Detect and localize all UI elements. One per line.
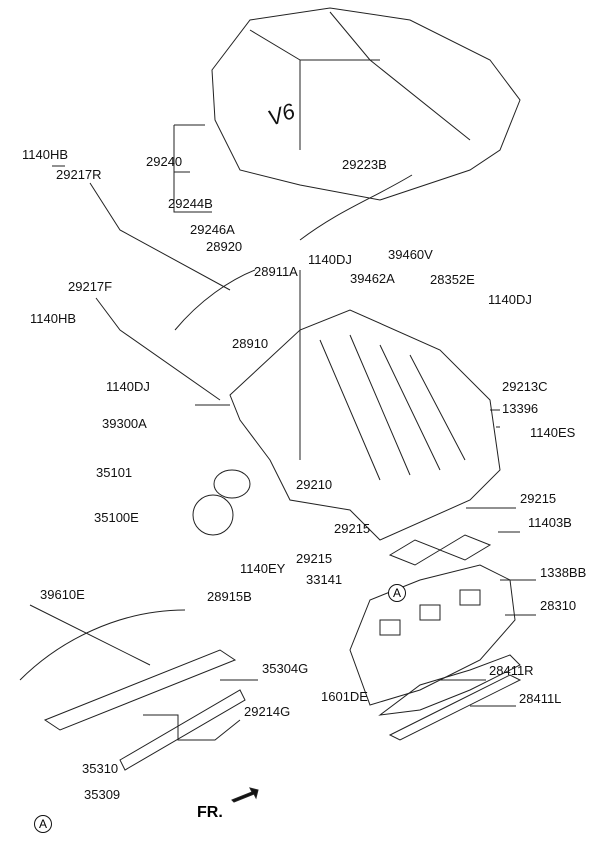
engine-cover-logo: V6: [264, 98, 299, 131]
part-number-label: 29215: [296, 551, 333, 566]
part-number-label: 28411L: [519, 691, 562, 706]
part-number-label: 29223B: [342, 157, 387, 172]
part-number-label: 35101: [96, 465, 133, 480]
part-number-label: 35310: [82, 761, 119, 776]
fuel-rail: [43, 649, 246, 771]
part-number-label: 29215: [334, 521, 371, 536]
part-number-label: 39300A: [102, 416, 147, 431]
leader-lines: [29, 124, 536, 741]
part-number-label: 1140HB: [22, 147, 69, 162]
part-number-label: 13396: [502, 401, 539, 416]
part-number-label: 33141: [306, 572, 343, 587]
fr-arrow: [231, 787, 259, 803]
part-number-label: 1140HB: [30, 311, 77, 326]
part-number-label: 1140DJ: [488, 292, 532, 307]
part-number-label: 28915B: [207, 589, 252, 604]
part-number-label: 29246A: [190, 222, 235, 237]
part-number-label: 28911A: [254, 264, 298, 279]
part-number-label: 29213C: [502, 379, 548, 394]
wire-harness: [19, 609, 186, 681]
part-number-label: 35100E: [94, 510, 139, 525]
part-number-label: 29210: [296, 477, 333, 492]
gaskets: [378, 534, 522, 741]
hose-28920: [174, 269, 256, 331]
part-number-label: 11403B: [528, 515, 572, 530]
part-number-label: 29244B: [168, 196, 213, 211]
part-number-label: 1140EY: [240, 561, 286, 576]
part-number-label: 29217R: [56, 167, 102, 182]
part-number-label: 29215: [520, 491, 557, 506]
part-number-label: 39460V: [388, 247, 433, 262]
part-number-label: 35304G: [262, 661, 309, 676]
throttle-body: [192, 494, 234, 536]
part-number-label: 1338BB: [540, 565, 587, 580]
part-number-label: 1140DJ: [106, 379, 150, 394]
part-number-label: 29240: [146, 154, 183, 169]
part-number-label: 28411R: [489, 663, 534, 678]
intake-manifold-upper: [229, 309, 501, 541]
part-number-label: 1140ES: [530, 425, 576, 440]
part-number-label: 28310: [540, 598, 577, 613]
reference-marker-a: A: [34, 815, 52, 833]
lower-manifold: [349, 564, 516, 706]
part-number-label: 29214G: [244, 704, 291, 719]
part-number-label: 28920: [206, 239, 243, 254]
front-direction-label: FR.: [197, 804, 223, 821]
reference-marker-a: A: [388, 584, 406, 602]
part-number-label: 29217F: [68, 279, 113, 294]
part-number-label: 39610E: [40, 587, 85, 602]
part-number-label: 1601DE: [321, 689, 368, 704]
part-number-label: 39462A: [350, 271, 395, 286]
part-number-label: 35309: [84, 787, 121, 802]
part-number-label: 1140DJ: [308, 252, 352, 267]
gasket-35101: [213, 469, 251, 499]
part-number-label: 28910: [232, 336, 269, 351]
part-number-label: 28352E: [430, 272, 475, 287]
hose-29223B: [299, 174, 413, 241]
engine-cover: [211, 7, 521, 201]
